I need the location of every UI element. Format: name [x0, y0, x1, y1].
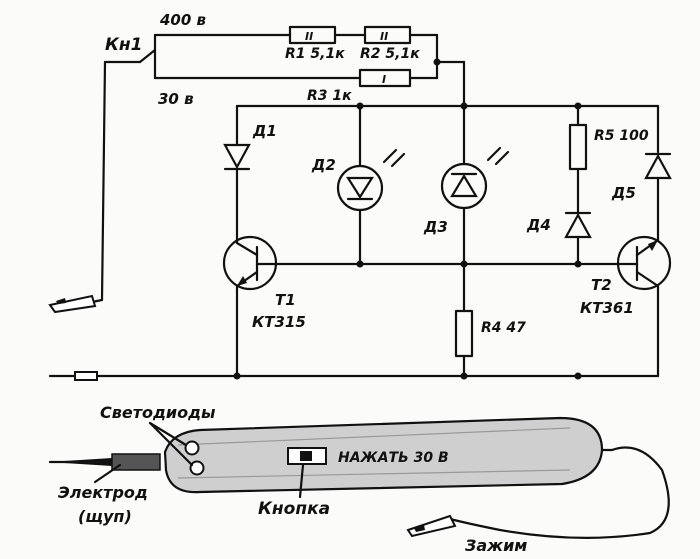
probe-label: Электрод [58, 483, 148, 502]
probe-device [48, 416, 670, 539]
resistor-r2 [363, 25, 439, 80]
junction-dot [433, 58, 441, 66]
diode-d1 [223, 104, 251, 245]
resistor-r4 [454, 309, 474, 378]
leader-line [93, 463, 122, 484]
resistor-r4-label: R4 47 [481, 320, 526, 336]
resistor-r3-label: R3 1к [307, 88, 352, 104]
junction-dot [574, 372, 582, 380]
transistor-t1-name: T1 [275, 291, 296, 309]
clamp-icon [48, 294, 104, 314]
probe-sublabel: (щуп) [78, 507, 132, 526]
resistor-r5 [568, 104, 588, 215]
resistor-r1 [288, 25, 367, 45]
clamp-icon [406, 514, 457, 538]
switch-30v-label: 30 в [158, 90, 194, 108]
probe-terminal [74, 371, 98, 381]
transistor-t2 [576, 235, 672, 378]
led-d3-label: Д3 [423, 218, 448, 236]
resistor-r1-mark: II [305, 30, 313, 43]
junction-dot [460, 260, 468, 268]
led-d2 [336, 104, 406, 266]
transistor-t1-type: КТ315 [252, 313, 306, 331]
button-label: Кнопка [258, 499, 330, 519]
junction-dot [233, 372, 241, 380]
transistor-t2-type: КТ361 [580, 299, 634, 317]
led-d3 [440, 104, 510, 313]
led-d2-label: Д2 [311, 156, 336, 174]
led-indicator-2 [189, 460, 205, 476]
switch-kn1 [100, 33, 362, 302]
transistor-t2-name: T2 [591, 276, 612, 294]
leader-line [148, 421, 194, 467]
clamp-label: Зажим [464, 536, 527, 555]
diode-d5 [644, 104, 672, 242]
leader-line [148, 421, 188, 447]
diode-d5-label: Д5 [611, 184, 636, 202]
resistor-r5-label: R5 100 [594, 128, 649, 144]
junction-dot [460, 372, 468, 380]
led-indicator-1 [184, 440, 200, 456]
resistor-r3-mark: I [382, 73, 386, 86]
leds-label: Светодиоды [100, 403, 216, 422]
button-caption: НАЖАТЬ 30 В [338, 450, 449, 466]
switch-label: Кн1 [105, 35, 142, 55]
resistor-r2-mark: II [380, 30, 388, 43]
resistor-r2-label: R2 5,1к [360, 46, 420, 62]
transistor-t1 [222, 235, 580, 378]
junction-dot [356, 260, 364, 268]
switch-400v-label: 400 в [159, 11, 206, 29]
diode-d1-label: Д1 [252, 122, 277, 140]
resistor-r1-label: R1 5,1к [285, 46, 345, 62]
resistor-r3 [358, 60, 466, 108]
diode-d4 [564, 211, 592, 266]
leader-line [298, 463, 305, 499]
diode-d4-label: Д4 [526, 216, 551, 234]
push-button[interactable] [287, 447, 327, 465]
